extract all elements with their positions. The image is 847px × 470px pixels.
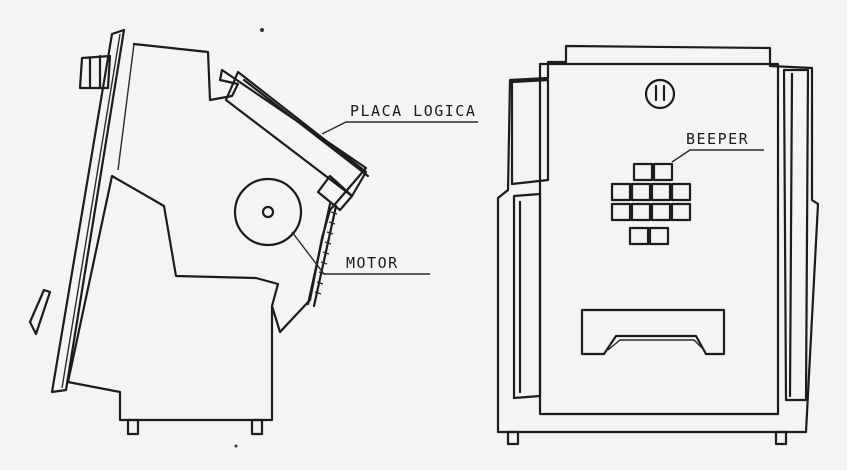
motor-circle xyxy=(233,177,303,247)
front-right-panel xyxy=(782,68,810,402)
leader-beeper xyxy=(671,149,764,163)
label-placa-logica: PLACA LOGICA xyxy=(350,102,476,120)
side-spring-hatch xyxy=(314,211,338,295)
front-view xyxy=(496,44,820,446)
motor-shaft xyxy=(261,205,275,219)
side-front-panel-inner xyxy=(61,33,121,389)
front-left-panel xyxy=(510,78,550,186)
label-beeper: BEEPER xyxy=(686,130,749,148)
front-foot-left xyxy=(506,430,520,446)
side-front-panel xyxy=(50,28,126,394)
logic-board xyxy=(224,70,368,198)
lock-circle xyxy=(644,78,676,110)
keypad xyxy=(610,162,692,246)
logic-board-end xyxy=(316,174,354,212)
leader-motor xyxy=(291,231,430,275)
side-body-outline xyxy=(66,42,368,422)
scan-speck-2 xyxy=(234,444,238,448)
scan-speck xyxy=(260,28,264,32)
leader-placa-logica xyxy=(321,121,478,135)
front-outer-cabinet xyxy=(496,44,820,434)
label-motor: MOTOR xyxy=(346,254,399,272)
logic-board-edge xyxy=(242,78,370,178)
front-left-lower-panel xyxy=(512,192,542,400)
front-tray-inner xyxy=(607,339,705,351)
side-foot-left xyxy=(126,418,140,436)
side-foot-right xyxy=(250,418,264,436)
side-body-inner xyxy=(117,43,135,171)
front-tray xyxy=(580,308,726,356)
side-view xyxy=(28,28,478,436)
side-lower-lip xyxy=(28,288,52,336)
side-top-bracket xyxy=(78,54,112,90)
lock-key-slot xyxy=(654,84,666,102)
front-door-panel xyxy=(538,62,780,416)
front-foot-right xyxy=(774,430,788,446)
